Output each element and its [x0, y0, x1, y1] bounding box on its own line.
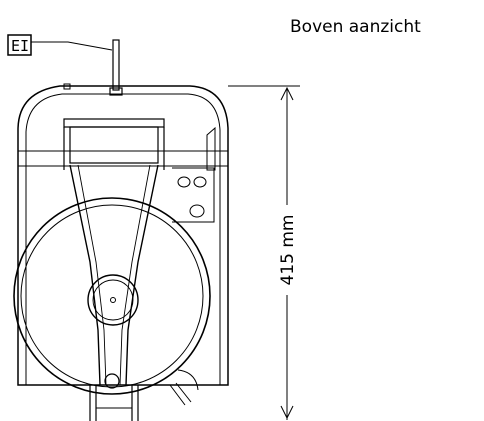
- device-body: [17, 83, 229, 386]
- dimension-label: 415 mm: [278, 215, 298, 286]
- top-pin: [109, 39, 123, 96]
- dimension-label-bg: [277, 205, 297, 295]
- lever-arm: [69, 164, 159, 389]
- drum: [13, 197, 211, 395]
- callout-leader: [31, 41, 113, 51]
- callout: EI: [7, 34, 113, 56]
- callout-label: EI: [11, 37, 29, 55]
- callout-box: [7, 34, 32, 56]
- view-title: Boven aanzicht: [290, 17, 421, 37]
- bottom-feet: [89, 369, 199, 421]
